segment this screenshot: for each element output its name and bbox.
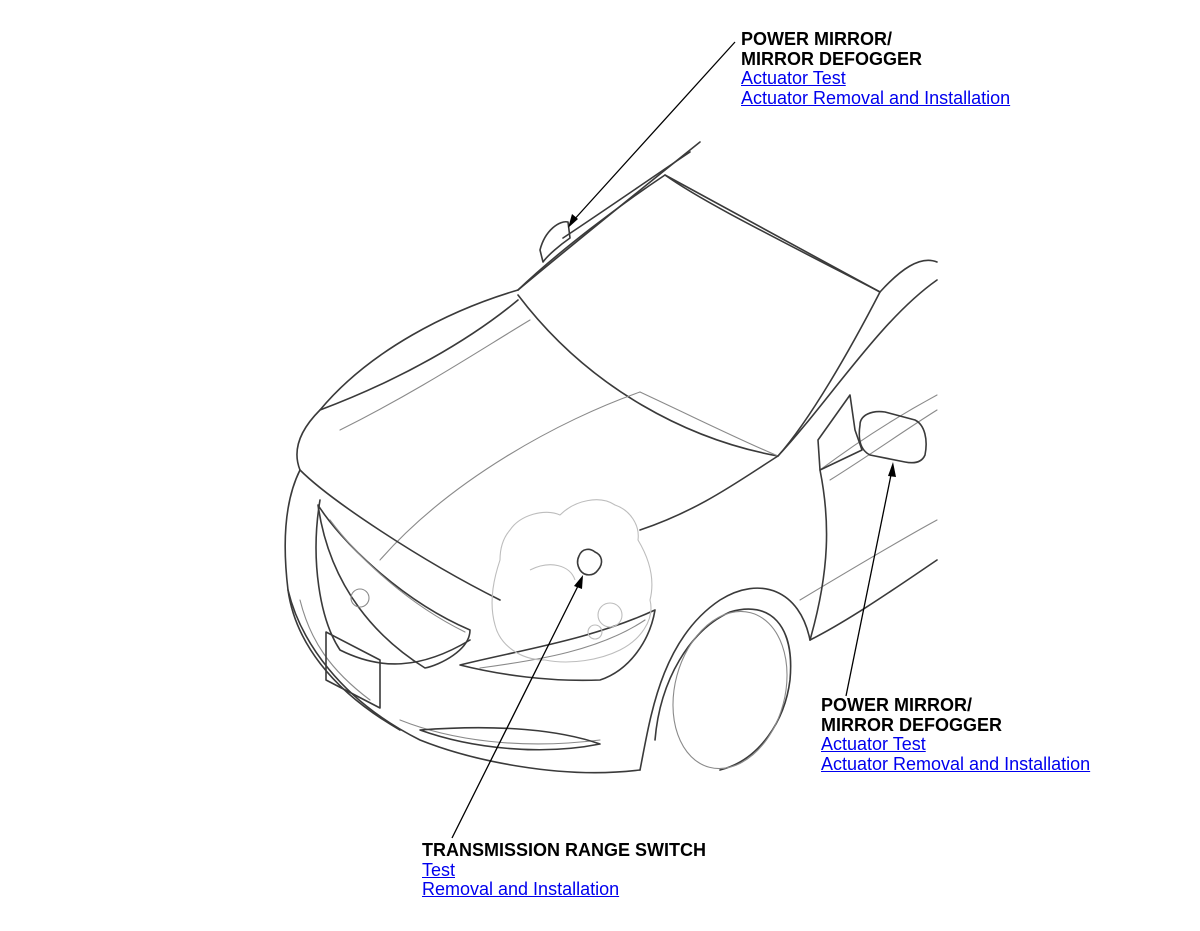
leader-left-mirror	[571, 41, 736, 223]
callout-title-line2: MIRROR DEFOGGER	[821, 714, 1003, 735]
callout-left-power-mirror: POWER MIRROR/ MIRROR DEFOGGER Actuator T…	[741, 29, 1011, 108]
callout-transmission-range-switch: TRANSMISSION RANGE SWITCH Test Removal a…	[422, 840, 707, 900]
actuator-removal-installation-link[interactable]: Actuator Removal and Installation	[741, 87, 1011, 108]
actuator-removal-installation-link[interactable]: Actuator Removal and Installation	[821, 753, 1091, 774]
leader-transmission-switch	[451, 581, 581, 839]
leader-right-mirror	[845, 469, 893, 697]
actuator-test-link[interactable]: Actuator Test	[741, 68, 846, 88]
callout-title-line1: POWER MIRROR/	[821, 695, 972, 715]
callout-title: TRANSMISSION RANGE SWITCH	[422, 840, 707, 860]
transmission-ghost	[491, 499, 653, 663]
arrowhead-right-mirror	[888, 462, 896, 477]
actuator-test-link[interactable]: Actuator Test	[821, 734, 926, 754]
right-mirror-shape	[817, 394, 927, 471]
arrowhead-left-mirror	[568, 214, 578, 228]
left-mirror-shape	[539, 221, 571, 263]
car-body-outline	[284, 141, 938, 774]
transmission-range-switch-shape	[576, 548, 603, 576]
removal-installation-link[interactable]: Removal and Installation	[422, 879, 620, 899]
arrowhead-transmission-switch	[574, 575, 583, 589]
callout-title-line1: POWER MIRROR/	[741, 29, 892, 49]
callout-title-line2: MIRROR DEFOGGER	[741, 48, 923, 69]
test-link[interactable]: Test	[422, 859, 456, 880]
leader-lines	[451, 41, 896, 839]
callout-right-power-mirror: POWER MIRROR/ MIRROR DEFOGGER Actuator T…	[821, 695, 1091, 774]
